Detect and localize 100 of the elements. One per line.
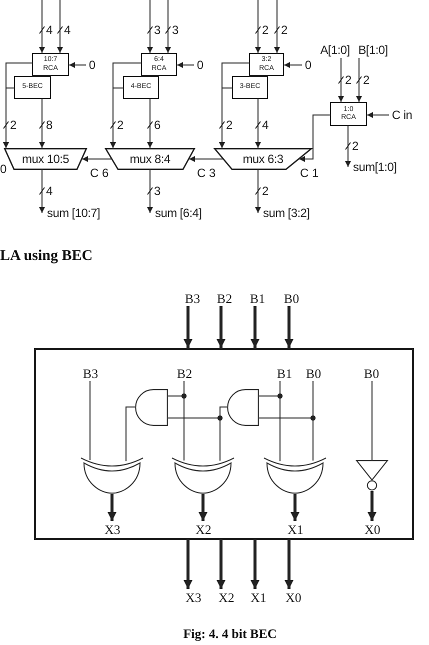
signal-arrow (39, 98, 45, 148)
bus-width-label: 2 (262, 183, 269, 199)
bit-label: B3 (183, 290, 202, 306)
signal-arrow (368, 491, 376, 521)
signal-arrow (284, 306, 294, 348)
signal-arrow (188, 156, 224, 162)
input-label: B[1:0] (356, 42, 390, 58)
signal-arrow (108, 494, 116, 521)
signal-arrow (284, 540, 294, 589)
bit-label: B0 (304, 365, 323, 381)
output-label: sum[1:0] (348, 159, 397, 175)
bus-width-label: 8 (46, 117, 53, 133)
and-gate-symbol (135, 389, 168, 426)
bit-label: X1 (249, 589, 268, 605)
wire-line (126, 406, 136, 462)
bus-width-label: 4 (46, 183, 53, 199)
mux-label: mux 10:5 (22, 153, 69, 165)
signal-arrow (298, 114, 330, 162)
output-label: sum [10:7] (42, 205, 100, 221)
signal-arrow (39, 170, 45, 214)
bus-width-label: 2 (345, 72, 352, 88)
signal-arrow (338, 58, 344, 102)
bit-label: X3 (103, 521, 122, 537)
bus-width-label: 4 (64, 22, 71, 38)
converter-block (14, 76, 51, 99)
bus-width-label: 2 (352, 138, 359, 154)
signal-arrow (198, 494, 208, 521)
converter-block (232, 76, 268, 99)
bus-width-label: 2 (117, 117, 124, 133)
mux-label: mux 8:4 (130, 153, 170, 165)
bit-label: X3 (184, 589, 203, 605)
xor-gate-symbol (171, 456, 235, 494)
signal-arrow (176, 62, 194, 68)
signal-arrow (39, 0, 45, 54)
signal-arrow (284, 62, 302, 68)
bit-label: B2 (215, 290, 234, 306)
bus-width-label: 2 (281, 22, 288, 38)
signal-arrow (250, 306, 260, 348)
signal-arrow (147, 98, 153, 148)
bus-width-label: 3 (154, 22, 161, 38)
adder-block (330, 102, 367, 126)
bus-width-label: 3 (154, 183, 161, 199)
signal-arrow (68, 62, 86, 68)
bus-width-label: 3 (172, 22, 179, 38)
output-label: sum [6:4] (150, 205, 202, 221)
mux-label: mux 6:3 (242, 153, 284, 165)
carry-label: C 1 (300, 165, 319, 181)
signal-arrow (184, 306, 192, 348)
signal-label: 0 (0, 161, 7, 177)
signal-arrow (110, 88, 124, 148)
signal-arrow (274, 0, 280, 54)
and-gate-symbol (227, 389, 259, 426)
signal-arrow (3, 88, 14, 148)
adder-block (249, 53, 284, 76)
signal-arrow (255, 0, 261, 54)
caption-fragment: LA using BEC (0, 247, 93, 265)
signal-arrow (345, 126, 351, 168)
bus-width-label: 2 (226, 117, 233, 133)
signal-arrow (216, 540, 226, 589)
signal-arrow (356, 58, 362, 102)
bit-label: B3 (81, 365, 100, 381)
bus-width-label: 4 (46, 22, 53, 38)
bit-label: B2 (175, 365, 194, 381)
signal-arrow (165, 0, 171, 54)
bus-width-label: 2 (10, 117, 17, 133)
bit-label: X0 (284, 589, 303, 605)
bit-label: X1 (286, 521, 305, 537)
bit-label: X2 (194, 521, 213, 537)
signal-arrow (366, 112, 390, 118)
adder-block (141, 53, 177, 76)
signal-arrow (184, 540, 192, 589)
circuit-frame (34, 348, 414, 540)
xor-gate-symbol (80, 456, 144, 494)
bit-label: X0 (363, 521, 382, 537)
signal-arrow (147, 170, 153, 214)
signal-arrow (216, 306, 226, 348)
bit-label: B1 (248, 290, 267, 306)
bit-label: B1 (275, 365, 294, 381)
signal-arrow (250, 540, 260, 589)
output-label: sum [3:2] (258, 205, 310, 221)
not-gate-symbol (356, 460, 388, 491)
bit-label: B0 (362, 365, 381, 381)
figure-caption: Fig: 4. 4 bit BEC (183, 626, 277, 642)
input-label: 0 (302, 57, 314, 73)
carry-label: C 3 (197, 165, 216, 181)
input-label: 0 (194, 57, 206, 73)
signal-arrow (290, 494, 300, 521)
bit-label: X2 (217, 589, 236, 605)
bus-width-label: 2 (262, 22, 269, 38)
signal-arrow (255, 170, 261, 214)
bus-width-label: 4 (262, 117, 269, 133)
signal-arrow (147, 0, 153, 54)
carry-label: C 6 (90, 165, 109, 181)
bus-width-label: 6 (154, 117, 161, 133)
bus-width-label: 2 (363, 72, 370, 88)
adder-block (32, 53, 69, 76)
signal-arrow (57, 0, 63, 54)
bit-label: B0 (282, 290, 301, 306)
signal-arrow (82, 156, 112, 162)
signal-arrow (255, 98, 261, 148)
